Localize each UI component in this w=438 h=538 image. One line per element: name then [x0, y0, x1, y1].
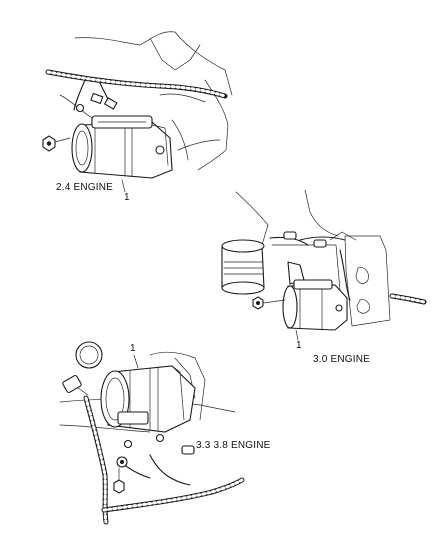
callout-number-2-4: 1 — [124, 192, 130, 203]
callout-number-3-0: 1 — [296, 340, 302, 351]
connector-3-3 — [62, 374, 89, 396]
engine-label-3-3-3-8: 3.3 3.8 ENGINE — [196, 440, 271, 451]
starter-motor-icon — [71, 115, 173, 179]
view-2-4-engine — [42, 31, 233, 193]
view-3-0-engine — [221, 189, 427, 341]
oil-filter-icon — [221, 239, 265, 295]
engine-label-2-4: 2.4 ENGINE — [56, 182, 114, 193]
engine-label-3-0: 3.0 ENGINE — [313, 354, 371, 365]
mounting-bolt-icon — [252, 296, 286, 310]
view-3-3-3-8-engine — [59, 341, 245, 525]
connector-2-4 — [75, 92, 118, 113]
callout-leader-3-3 — [133, 354, 139, 369]
starter-motor-icon — [282, 279, 348, 331]
callout-number-3-3-3-8: 1 — [130, 343, 136, 354]
battery-cable-terminal-icon — [113, 445, 195, 494]
wiring-harness-2-4 — [45, 69, 228, 111]
seal-ring-icon — [75, 341, 103, 369]
starter-motor-icon — [100, 365, 196, 449]
callout-leader-3-0 — [295, 329, 299, 341]
callout-leader-2-4 — [121, 179, 126, 193]
wiring-harness-3-3 — [83, 395, 245, 525]
mounting-bolt-icon — [42, 135, 71, 152]
